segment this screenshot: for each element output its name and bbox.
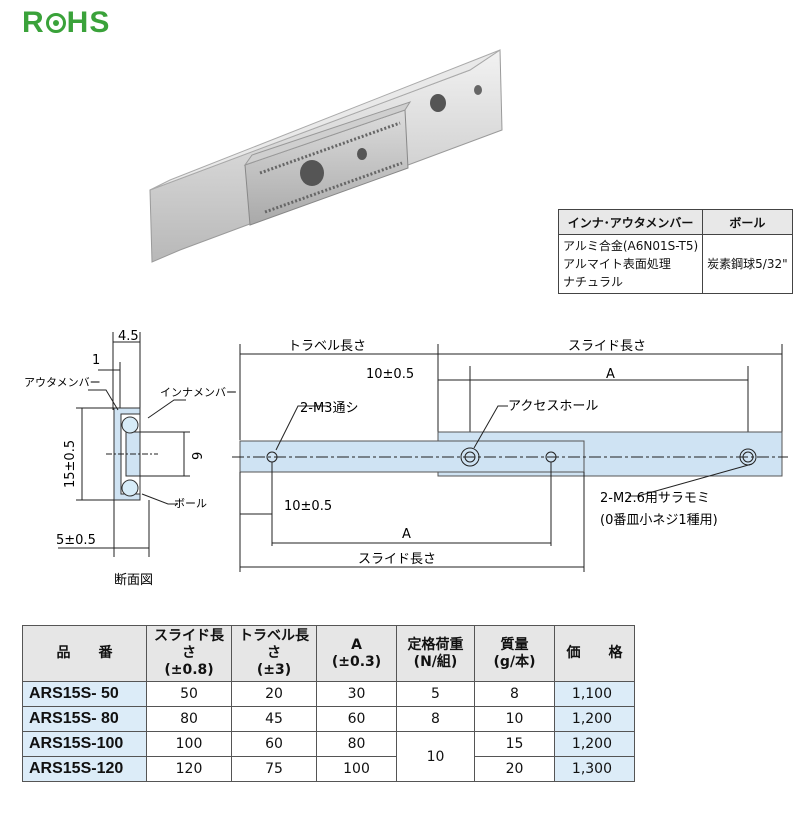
material-line: アルミ合金(A6N01S-T5) [563,239,699,253]
header-slide-length: スライド長さ(±0.8) [146,625,232,682]
slide-length-top-label: スライド長さ [568,339,646,354]
travel-length-label: トラベル長さ [288,339,366,354]
material-line: アルマイト表面処理 [563,257,671,271]
travel-cell: 20 [231,681,317,707]
slide-cell: 50 [146,681,232,707]
load-cell: 5 [396,681,475,707]
mass-cell: 8 [474,681,555,707]
table-row: ARS15S- 80 80 45 60 8 10 1,200 [22,706,635,732]
offset-top-text: 10±0.5 [366,367,414,382]
travel-cell: 75 [231,756,317,782]
part-number-cell: ARS15S- 50 [22,681,147,707]
product-photo [149,49,503,263]
material-table: インナ･アウタメンバー ボール アルミ合金(A6N01S-T5) アルマイト表面… [557,209,793,294]
header-rated-load: 定格荷重(N/組) [396,625,475,682]
section-caption: 断面図 [114,573,153,588]
load-cell: 10 [396,731,475,782]
table-row: ARS15S-120 120 75 100 20 1,300 [22,756,635,782]
offset-bottom-text: 10±0.5 [284,499,332,514]
material-ball-cell: 炭素鋼球5/32" [702,234,793,294]
price-cell: 1,300 [554,756,635,782]
mass-cell: 10 [474,706,555,732]
travel-cell: 45 [231,706,317,732]
part-number-cell: ARS15S-120 [22,756,147,782]
slide-cell: 80 [146,706,232,732]
dim-small-text: 1 [92,353,100,368]
a-cell: 30 [316,681,397,707]
outer-member-label: アウタメンバー [24,376,101,389]
a-cell: 80 [316,731,397,757]
inner-member-label: インナメンバー [160,386,237,399]
header-price: 価 格 [554,625,635,682]
header-a: A(±0.3) [316,625,397,682]
a-cell: 60 [316,706,397,732]
side-view-drawing: トラベル長さ スライド長さ 10±0.5 A 2-M3通シ アクセスホール 10… [232,339,788,572]
table-row: ARS15S-100 100 60 80 10 15 1,200 [22,731,635,782]
price-cell: 1,100 [554,681,635,707]
a-top-text: A [606,367,615,382]
cross-section-drawing: 4.5 1 アウタメンバー インナメンバー 15±0.5 9 ボール 5±0.5… [24,329,237,588]
a-cell: 100 [316,756,397,782]
access-hole-label: アクセスホール [508,399,598,414]
inner-height-text: 9 [191,452,206,460]
height-text: 15±0.5 [63,440,78,488]
spec-table: 品 番 スライド長さ(±0.8) トラベル長さ(±3) A(±0.3) 定格荷重… [22,625,635,782]
load-cell: 8 [396,706,475,732]
m3-hole-label: 2-M3通シ [300,401,358,416]
ball-label: ボール [174,497,207,510]
a-bottom-text: A [402,527,411,542]
material-member-cell: アルミ合金(A6N01S-T5) アルマイト表面処理 ナチュラル [557,234,704,294]
slide-length-bottom-label: スライド長さ [358,552,436,567]
travel-cell: 60 [231,731,317,757]
m26-countersink-label: 2-M2.6用サラモミ [600,491,710,506]
header-part-number: 品 番 [22,625,147,682]
price-cell: 1,200 [554,706,635,732]
header-mass: 質量(g/本) [474,625,555,682]
mass-cell: 15 [474,731,555,757]
m26-screw-note: (0番皿小ネジ1種用) [600,512,718,528]
part-number-cell: ARS15S-100 [22,731,147,757]
material-line: ナチュラル [563,275,624,289]
material-header-ball: ボール [702,209,793,235]
header-travel-length: トラベル長さ(±3) [231,625,317,682]
spec-header-row: 品 番 スライド長さ(±0.8) トラベル長さ(±3) A(±0.3) 定格荷重… [22,625,635,682]
bottom-dim-text: 5±0.5 [56,533,96,548]
material-header-member: インナ･アウタメンバー [557,209,704,235]
mass-cell: 20 [474,756,555,782]
dim-top-text: 4.5 [118,329,139,344]
slide-cell: 120 [146,756,232,782]
table-row: ARS15S- 50 50 20 30 5 8 1,100 [22,681,635,707]
slide-cell: 100 [146,731,232,757]
part-number-cell: ARS15S- 80 [22,706,147,732]
price-cell: 1,200 [554,731,635,757]
